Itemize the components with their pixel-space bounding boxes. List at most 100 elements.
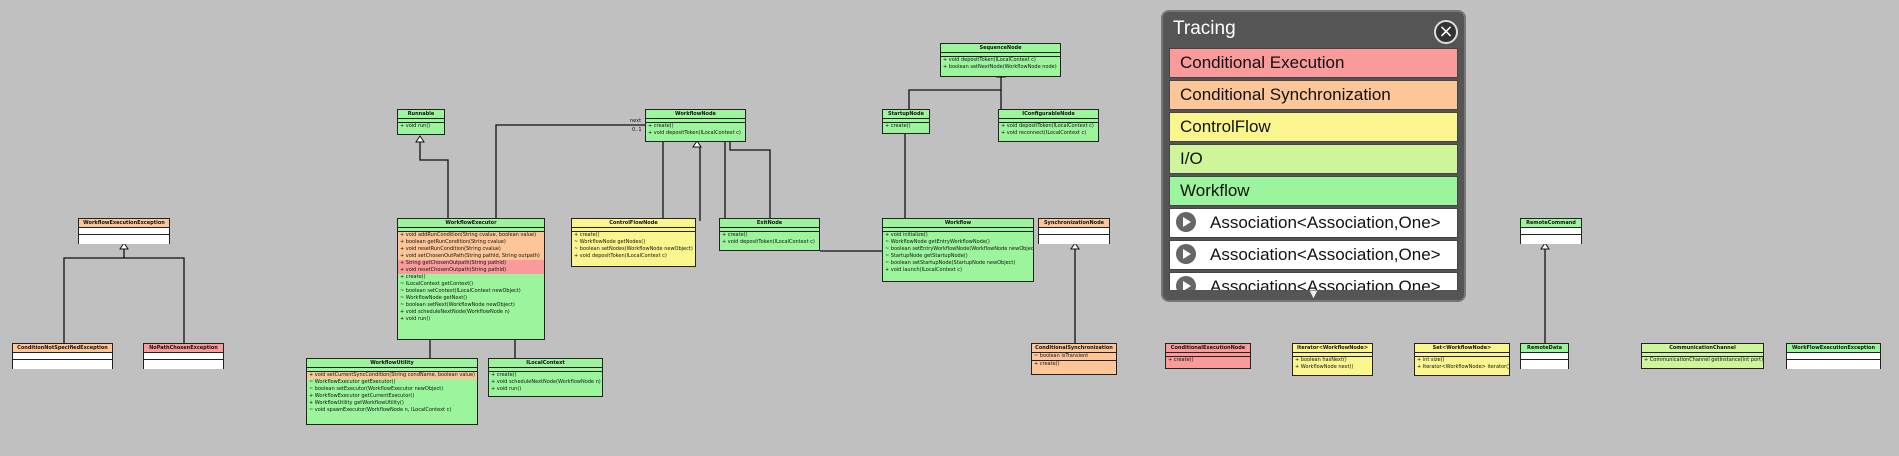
tracing-category-workflow[interactable]: Workflow: [1169, 176, 1458, 206]
class-operations: + create() + void depositToken(ILocalCon…: [720, 232, 819, 246]
play-icon[interactable]: [1176, 211, 1196, 232]
class-attributes: [398, 228, 544, 232]
operation: + void depositToken(ILocalContext c): [1001, 123, 1094, 129]
operation: + boolean setNextNode(WorkflowNode node): [943, 64, 1057, 70]
class-attributes: [1415, 353, 1509, 357]
class-attributes: [883, 119, 929, 123]
operation: + void scheduleNextNode(WorkflowNode n): [491, 379, 601, 385]
arrowhead-exception: [119, 242, 129, 250]
operation: + boolean hasNext(): [1295, 357, 1347, 363]
class-synchronization-node[interactable]: SynchronizationNode: [1038, 218, 1110, 244]
class-remote-data[interactable]: RemoteData: [1520, 343, 1569, 369]
label-zero-one: 0..1: [632, 127, 642, 133]
operation: + create(): [885, 123, 911, 129]
class-control-flow-node[interactable]: ControlFlowNode + create() ~ WorkflowNod…: [571, 218, 696, 267]
tracing-association-item[interactable]: Association<Association,One>: [1169, 240, 1458, 270]
arrowhead-synchronization: [1070, 242, 1080, 250]
label-next: next: [630, 118, 641, 124]
tracing-category-conditional-synchronization[interactable]: Conditional Synchronization: [1169, 80, 1458, 110]
scroll-down-icon[interactable]: ▼: [1163, 290, 1464, 300]
class-attributes: [1521, 353, 1568, 360]
class-name: ControlFlowNode: [572, 219, 695, 228]
operation: + void resetRunCondition(String cvalue): [398, 246, 544, 253]
class-remote-command[interactable]: RemoteCommand: [1520, 218, 1582, 244]
association-label: Association<Association,One>: [1210, 245, 1441, 264]
operation: + boolean getRunCondition(String cvalue): [398, 239, 544, 246]
operation: ~ StartupNode getStartupNode(): [885, 253, 968, 259]
class-name: ExitNode: [720, 219, 819, 228]
class-exit-node[interactable]: ExitNode + create() + void depositToken(…: [719, 218, 820, 251]
class-attributes: [999, 119, 1098, 123]
class-workflow-utility[interactable]: WorkflowUtility + void setCurrentSyncCon…: [306, 358, 478, 425]
class-name: Runnable: [398, 110, 444, 119]
tracing-category-io[interactable]: I/O: [1169, 144, 1458, 174]
class-attributes: [1521, 228, 1581, 235]
tracing-association-item[interactable]: Association<Association,One>: [1169, 208, 1458, 238]
class-communication-channel[interactable]: CommunicationChannel + CommunicationChan…: [1641, 343, 1764, 369]
operation: + create(): [574, 232, 600, 238]
class-workflow-node[interactable]: WorkflowNode + create() + void depositTo…: [645, 109, 746, 142]
class-workflow-execution-exception[interactable]: WorkflowExecutionException: [78, 218, 170, 244]
class-attributes: [1787, 353, 1880, 360]
class-operations: [1521, 360, 1568, 369]
class-name: WorkflowNode: [646, 110, 745, 119]
operation: ~ WorkflowNode getNext(): [400, 295, 468, 301]
class-workflow-execution-exception-2[interactable]: WorkFlowExecutionException: [1786, 343, 1881, 369]
class-name: WorkflowExecutor: [398, 219, 544, 228]
edge-exception-left: [63, 245, 125, 350]
class-operations: + CommunicationChannel getInstance(int p…: [1642, 357, 1763, 364]
operation: + void run(): [400, 316, 431, 322]
operation: + create(): [648, 123, 674, 129]
arrowhead-runnable: [415, 135, 425, 143]
arrowhead-remote: [1540, 242, 1550, 250]
close-icon[interactable]: ×: [1434, 20, 1458, 44]
operation: + void reconnect(ILocalContext c): [1001, 130, 1087, 136]
class-iconfigurable-node[interactable]: IConfigurableNode + void depositToken(IL…: [998, 109, 1099, 142]
class-workflow[interactable]: Workflow + void initialize() ~ WorkflowN…: [882, 218, 1034, 282]
operation: ~ boolean setNext(WorkflowNode newObject…: [400, 302, 515, 308]
tracing-list[interactable]: Conditional Execution Conditional Synchr…: [1169, 48, 1458, 300]
play-icon[interactable]: [1176, 243, 1196, 264]
operation: + void setChosenOutPath(String pathId, S…: [398, 253, 544, 260]
class-iterator-workflow-node[interactable]: Iterator<WorkflowNode> + boolean hasNext…: [1292, 343, 1373, 376]
class-operations: [144, 360, 223, 369]
class-operations: [1039, 235, 1109, 244]
class-runnable[interactable]: Runnable + void run(): [397, 109, 445, 135]
class-operations: + int size() + Iterator<WorkflowNode> it…: [1415, 357, 1509, 371]
tracing-category-controlflow[interactable]: ControlFlow: [1169, 112, 1458, 142]
operation: ~ WorkflowExecutor getExecutor(): [309, 379, 396, 385]
class-attributes: [398, 119, 444, 123]
class-attributes: [646, 119, 745, 123]
class-attributes: [941, 53, 1060, 57]
class-sequence-node[interactable]: SequenceNode + void depositToken(ILocalC…: [940, 43, 1061, 77]
operation: ~ WorkflowNode getNodes(): [574, 239, 646, 245]
tracing-category-conditional-execution[interactable]: Conditional Execution: [1169, 48, 1458, 78]
operation: + WorkflowExecutor getCurrentExecutor(): [309, 393, 415, 399]
operation: ~ void spawnExecutor(WorkflowNode n, ILo…: [309, 407, 452, 413]
class-condition-not-specified-exception[interactable]: ConditionNotSpecifiedException: [12, 343, 113, 369]
class-conditional-synchronization[interactable]: ConditionalSynchronization ~ boolean isT…: [1031, 343, 1117, 375]
operation: + create(): [1034, 361, 1060, 367]
edge-executor-next: [495, 124, 645, 221]
class-startup-node[interactable]: StartupNode + create(): [882, 109, 930, 134]
operation: + void run(): [491, 386, 522, 392]
tracing-panel[interactable]: Tracing × Conditional Execution Conditio…: [1161, 10, 1466, 302]
operation: + void addRunCondition(String cvalue, bo…: [398, 232, 544, 239]
edge-sequence-generalization: [908, 73, 1002, 115]
class-ilocal-context[interactable]: ILocalContext + create() + void schedule…: [488, 358, 603, 397]
class-operations: + create(): [1032, 361, 1116, 368]
class-operations: + void setCurrentSyncCondition(String co…: [307, 372, 477, 414]
class-operations: + create() + void scheduleNextNode(Workf…: [489, 372, 602, 393]
operation: + create(): [1168, 357, 1194, 363]
class-operations: [13, 360, 112, 369]
class-name: StartupNode: [883, 110, 929, 119]
operation: + WorkflowNode next(): [1295, 364, 1354, 370]
class-attributes: [1166, 353, 1250, 357]
class-name: WorkflowExecutionException: [79, 219, 169, 228]
class-name: ILocalContext: [489, 359, 602, 368]
class-no-path-chosen-exception[interactable]: NoPathChosenException: [143, 343, 224, 369]
class-conditional-execution-node[interactable]: ConditionalExecutionNode + create(): [1165, 343, 1251, 369]
class-set-workflow-node[interactable]: Set<WorkflowNode> + int size() + Iterato…: [1414, 343, 1510, 376]
class-workflow-executor[interactable]: WorkflowExecutor + void addRunCondition(…: [397, 218, 545, 340]
